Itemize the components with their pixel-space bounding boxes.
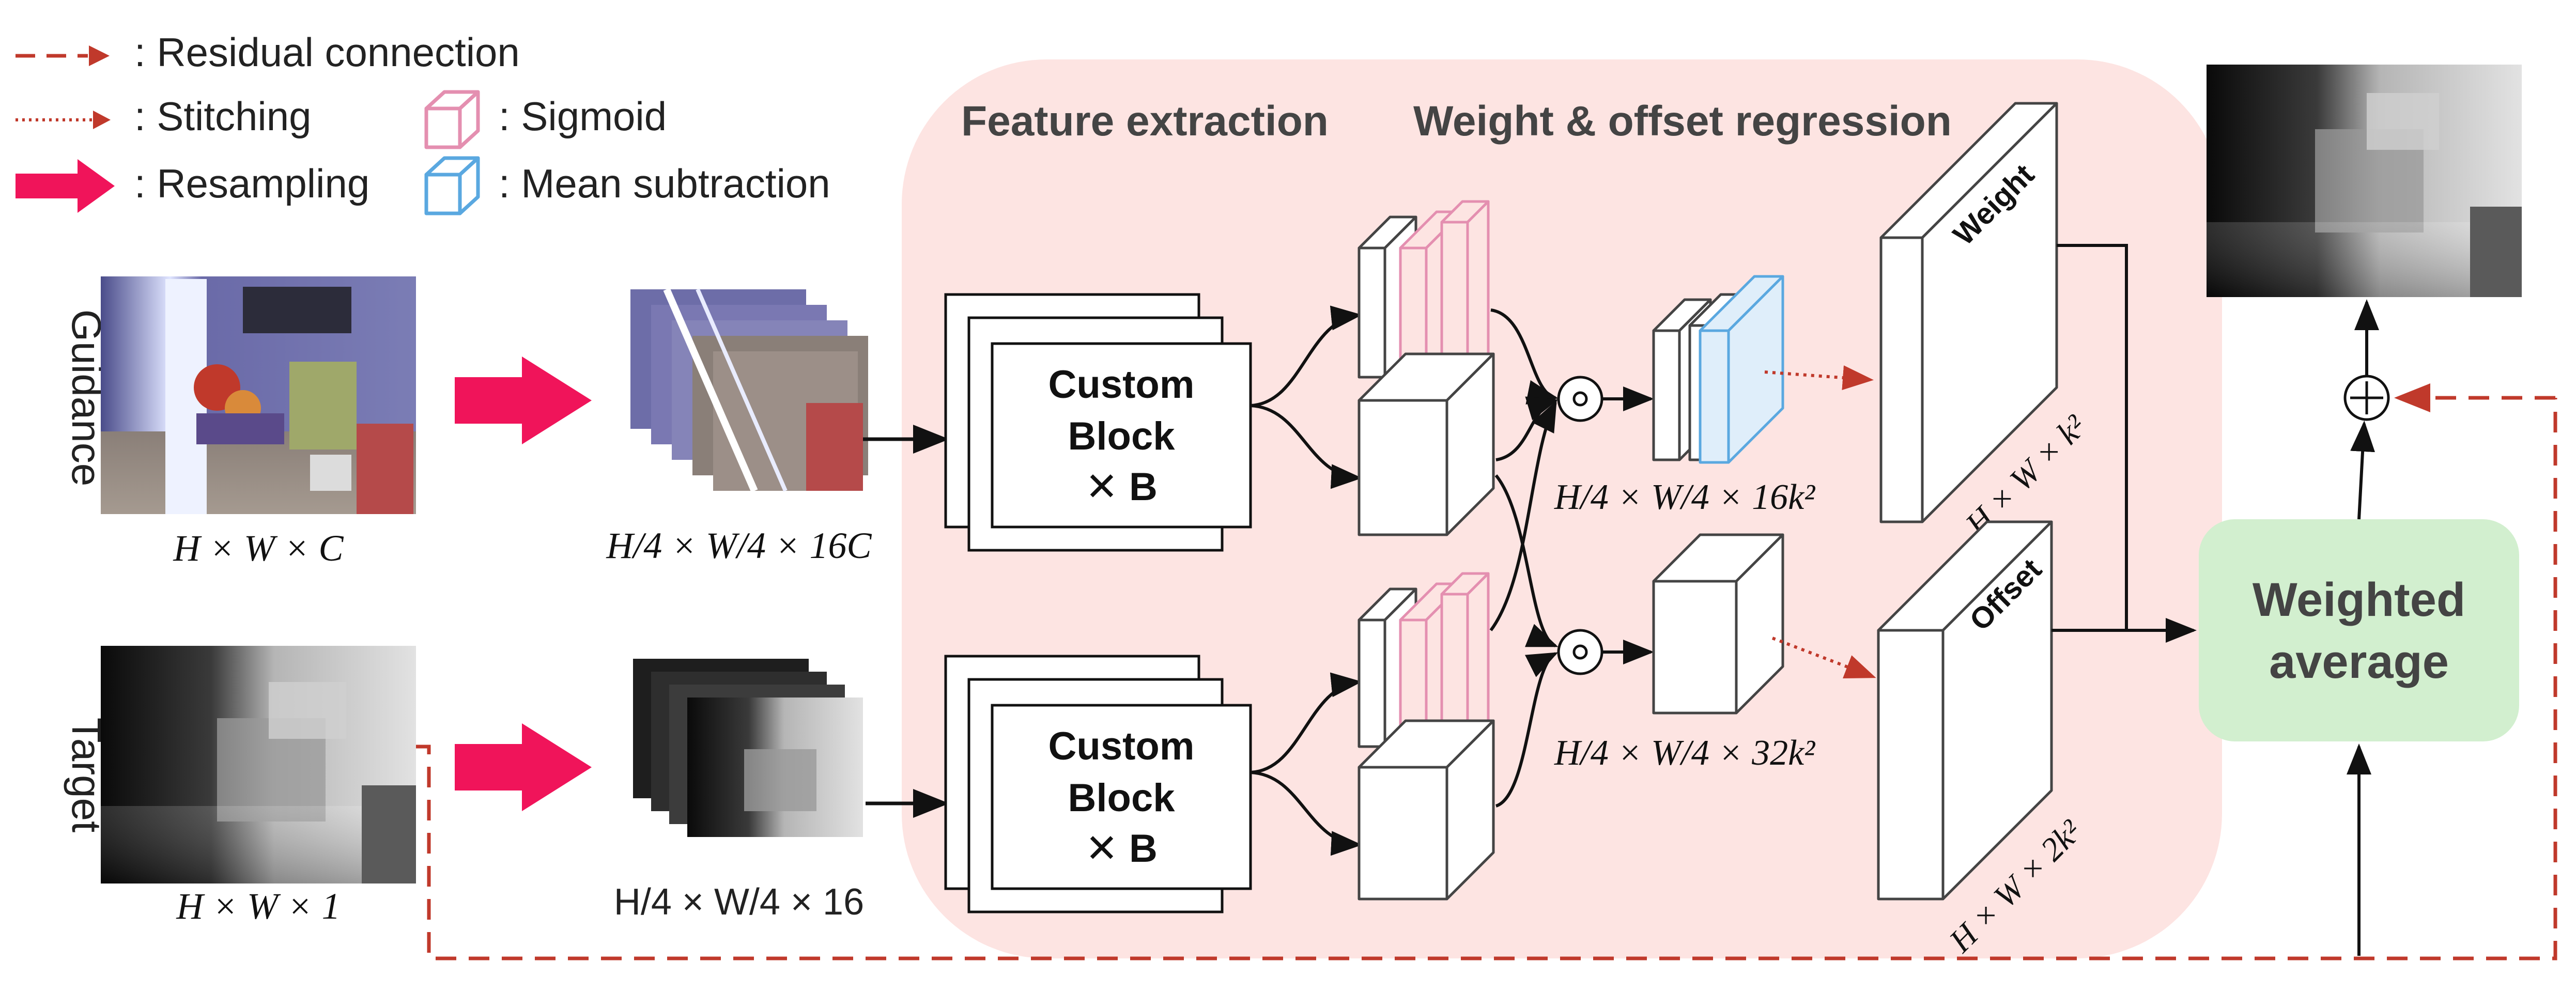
weight-multiply-node	[1557, 376, 1603, 422]
target-sigmoid-cube-stack	[1358, 572, 1490, 751]
guidance-dimension: H × W × C	[173, 528, 344, 569]
weight-feature-dimension: H/4 × W/4 × 16k²	[1554, 477, 1815, 517]
legend: : Residual connection : Stitching : Resa…	[16, 29, 830, 215]
weighted-average-line1: Weighted	[2253, 574, 2465, 626]
target-dimension: H × W × 1	[176, 886, 340, 927]
offset-map-cube	[1877, 520, 2053, 901]
target-block-line2: Block	[1068, 776, 1176, 820]
legend-resampling-label: : Resampling	[134, 161, 369, 206]
legend-stitching-label: : Stitching	[134, 94, 312, 139]
weight-map-cube	[1879, 102, 2058, 523]
multiply-input-arrows	[1489, 308, 1559, 808]
offset-regression-cube	[1652, 533, 1784, 715]
weight-stitching-arrow-icon	[1764, 365, 1874, 390]
guidance-block-line2: Block	[1068, 414, 1176, 458]
target-custom-block	[944, 655, 1252, 913]
guidance-block-line1: Custom	[1048, 363, 1195, 407]
legend-residual-arrow-icon	[16, 45, 110, 66]
target-resampled-dimension: H/4 × W/4 × 16	[614, 881, 864, 923]
guidance-block-branches	[1250, 305, 1362, 489]
weight-offset-regression-title: Weight & offset regression	[1413, 98, 1952, 145]
target-feature-cube	[1358, 719, 1495, 901]
legend-mean-subtraction-label: : Mean subtraction	[499, 161, 830, 206]
guidance-resampled-stack	[630, 288, 868, 492]
target-block-line3: ✕ B	[1085, 827, 1158, 871]
target-resampling-arrow-icon	[455, 723, 592, 811]
offset-stitching-arrow-icon	[1771, 637, 1876, 679]
output-image	[2207, 65, 2522, 297]
guidance-custom-block	[944, 293, 1252, 552]
weighted-average-line2: average	[2269, 636, 2449, 688]
guidance-block-line3: ✕ B	[1085, 465, 1158, 509]
legend-stitching-arrow-icon	[16, 111, 111, 129]
maps-to-average-lines	[2051, 244, 2197, 643]
target-image	[101, 646, 416, 884]
sum-node	[2343, 375, 2390, 421]
target-resampled-stack	[633, 659, 863, 837]
legend-resampling-arrow-icon	[16, 159, 115, 213]
feature-extraction-title: Feature extraction	[961, 98, 1329, 145]
guidance-image	[101, 276, 416, 514]
guidance-feature-cube	[1358, 352, 1495, 536]
guidance-sigmoid-cube-stack	[1358, 200, 1490, 381]
legend-sigmoid-label: : Sigmoid	[499, 94, 667, 139]
guidance-resampling-arrow-icon	[455, 357, 592, 444]
offset-multiply-node	[1557, 629, 1603, 675]
target-block-branches	[1250, 672, 1362, 856]
residual-connection	[416, 383, 2557, 960]
legend-residual-label: : Residual connection	[134, 29, 520, 75]
weighted-average-box	[2199, 519, 2519, 741]
legend-sigmoid-cube-icon	[424, 90, 480, 149]
arrow-average-to-sum	[2350, 421, 2376, 520]
guidance-resampled-dimension: H/4 × W/4 × 16C	[606, 525, 872, 566]
legend-mean-subtraction-cube-icon	[424, 156, 480, 215]
weight-regression-cube-stack	[1652, 275, 1784, 464]
target-block-line1: Custom	[1048, 724, 1195, 768]
offset-feature-dimension: H/4 × W/4 × 32k²	[1554, 733, 1815, 773]
